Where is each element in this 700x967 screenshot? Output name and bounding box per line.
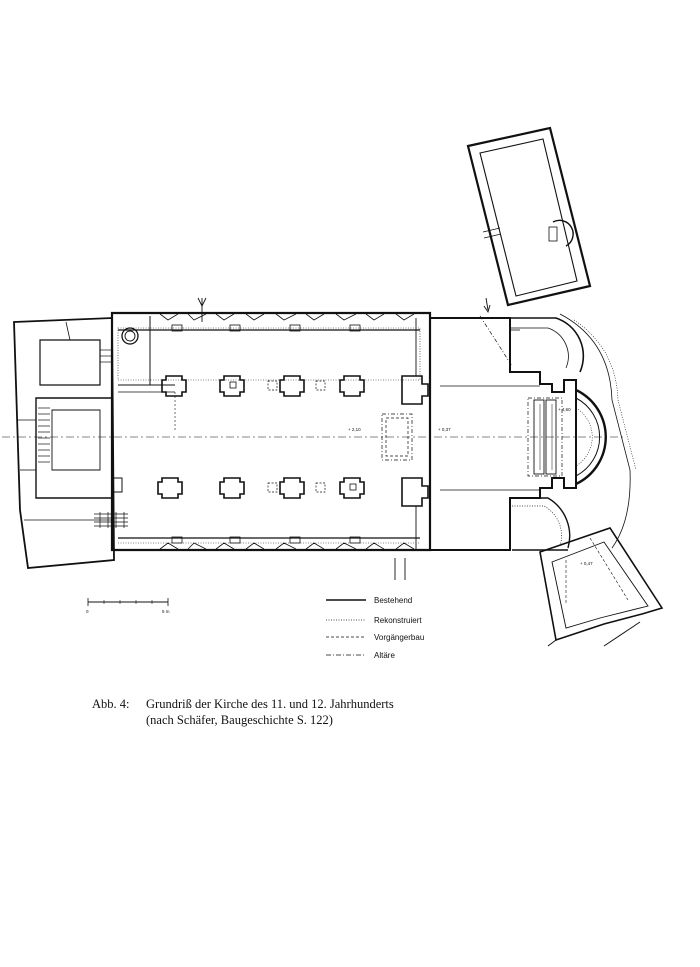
west-annex [13, 317, 123, 569]
wall-stones [159, 313, 415, 550]
caption-source: (nach Schäfer, Baugeschichte S. 122) [146, 713, 333, 727]
elevation-annex: + 0,47 [580, 561, 593, 566]
scale-end-label: 5 m [162, 609, 170, 614]
legend-label-reconstructed: Rekonstruiert [374, 616, 422, 625]
north-piers [161, 375, 365, 397]
legend-label-existing: Bestehend [374, 596, 412, 605]
elevation-nave: + 2,10 [348, 427, 361, 432]
legend-label-predecessor: Vorgängerbau [374, 633, 424, 642]
stair-hatching [38, 349, 128, 528]
legend [326, 599, 366, 656]
enclosure-wall [479, 313, 637, 549]
north-arrow [197, 297, 491, 322]
elevation-crossing: + 0,37 [438, 427, 451, 432]
east-choir [429, 317, 585, 551]
caption-title: Grundriß der Kirche des 11. und 12. Jahr… [146, 697, 394, 711]
crossing [385, 318, 431, 580]
figure-number: Abb. 4: [92, 697, 130, 711]
scale-start-label: 0 [86, 609, 89, 614]
detached-chapel [466, 126, 592, 307]
southeast-annex [539, 527, 664, 647]
elevation-markers: + 2,10 + 0,37 + 4,60 + 0,47 [348, 407, 593, 566]
nave-walls [110, 311, 432, 552]
south-piers [157, 477, 365, 499]
elevation-choir: + 4,60 [558, 407, 571, 412]
legend-label-altars: Altäre [374, 651, 395, 660]
scale-bar [87, 598, 169, 606]
